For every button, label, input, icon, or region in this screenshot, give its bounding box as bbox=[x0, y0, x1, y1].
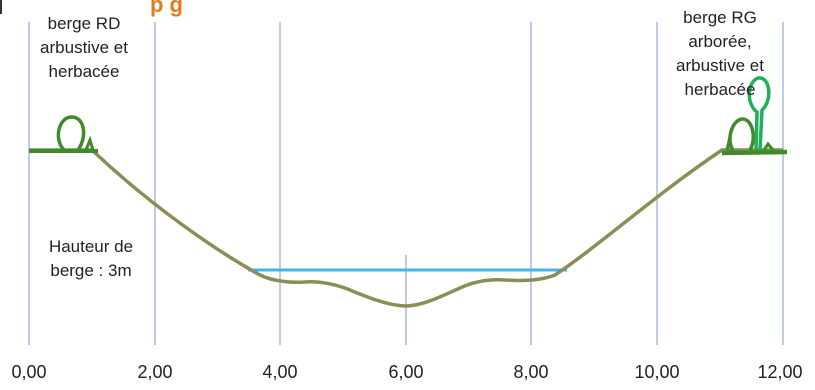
x-tick-label: 10,00 bbox=[634, 362, 680, 382]
right-bank-shrub-icon bbox=[728, 117, 755, 152]
right-bank-label: berge RG arborée, arbustive et herbacée bbox=[661, 6, 779, 102]
x-tick-label: 2,00 bbox=[137, 362, 173, 382]
chart-title-fragment: p g bbox=[150, 0, 183, 17]
left-bank-label: berge RD arbustive et herbacée bbox=[34, 12, 134, 84]
x-tick-label: 4,00 bbox=[262, 362, 298, 382]
riverbed-profile bbox=[29, 148, 783, 308]
x-tick-label: 8,00 bbox=[513, 362, 549, 382]
right-bank-grass-line bbox=[721, 149, 788, 156]
right-bank-label-line-1: berge RG bbox=[683, 8, 757, 27]
left-bank-vegetation bbox=[29, 115, 98, 153]
left-bank-label-line-3: herbacée bbox=[48, 62, 120, 81]
right-bank-label-line-2: arborée, bbox=[688, 32, 752, 51]
right-bank-tree-icon bbox=[747, 76, 771, 151]
left-bank-label-line-2: arbustive et bbox=[40, 38, 128, 57]
left-bank-shrub-icon bbox=[56, 115, 86, 152]
left-bank-grass-tufts bbox=[84, 135, 95, 151]
left-bank-label-line-1: berge RD bbox=[47, 14, 121, 33]
x-tick-label: 12,00 bbox=[757, 362, 803, 382]
bank-height-label-line-2: berge : 3m bbox=[50, 261, 132, 280]
title-fragment-bar bbox=[0, 0, 2, 14]
bank-height-label: Hauteur de berge : 3m bbox=[36, 235, 146, 283]
x-tick-label: 0,00 bbox=[11, 362, 47, 382]
right-bank-label-line-3: arbustive et bbox=[676, 56, 764, 75]
right-bank-grass-tufts bbox=[725, 135, 775, 151]
bank-height-label-line-1: Hauteur de bbox=[48, 237, 134, 256]
right-bank-label-line-4: herbacée bbox=[684, 80, 756, 99]
right-bank-vegetation bbox=[721, 76, 788, 156]
x-tick-label: 6,00 bbox=[388, 362, 424, 382]
